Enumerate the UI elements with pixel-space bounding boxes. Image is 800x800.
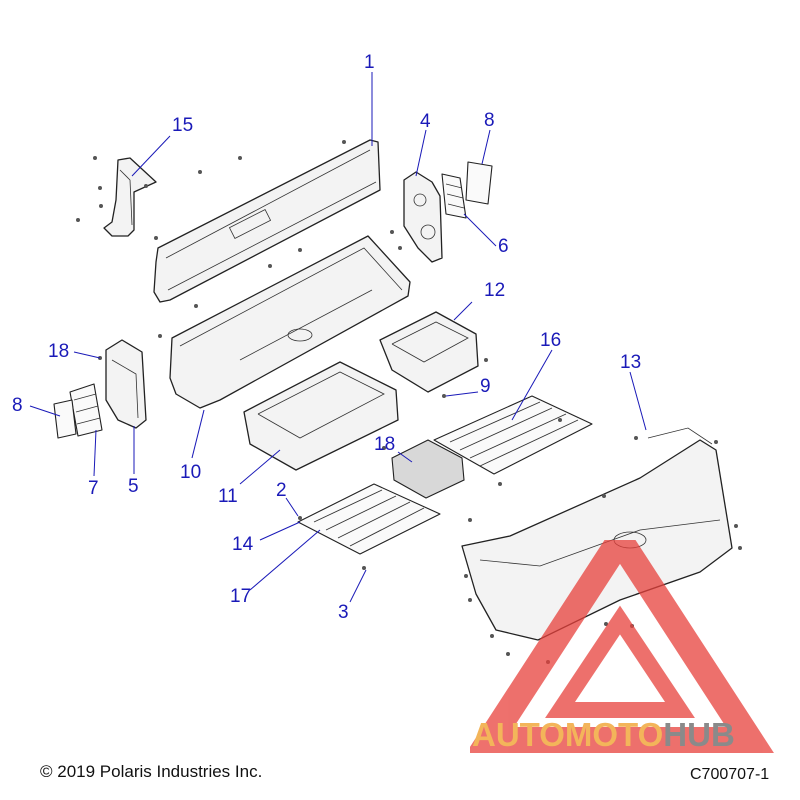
leader-lines xyxy=(29,72,647,603)
part-17-floor-grate-left xyxy=(297,483,441,555)
watermark-triangle-outer xyxy=(470,540,774,753)
watermark-brand-part2: HUB xyxy=(663,716,735,753)
part-8-cover-left xyxy=(53,399,77,439)
callout-10: 10 xyxy=(180,462,201,483)
callout-17: 17 xyxy=(230,586,251,607)
watermark-triangle-inner xyxy=(545,605,695,718)
part-6-grille xyxy=(441,173,467,219)
callout-8-right: 8 xyxy=(484,110,495,131)
automotohub-watermark-logo: AUTOMOTOHUB xyxy=(470,540,774,753)
copyright-text: © 2019 Polaris Industries Inc. xyxy=(40,762,263,781)
callout-14: 14 xyxy=(232,534,254,555)
callout-6: 6 xyxy=(498,236,509,257)
callout-11: 11 xyxy=(218,486,238,507)
callout-9: 9 xyxy=(480,376,491,397)
part-11-large-bin xyxy=(243,361,399,471)
part-4-side-panel xyxy=(403,171,443,263)
callout-8-left: 8 xyxy=(12,395,23,416)
callout-labels: 1 2 3 4 5 6 7 8 8 9 10 11 12 13 14 15 16… xyxy=(12,52,641,623)
part-7-grille xyxy=(69,383,103,437)
callout-3: 3 xyxy=(338,602,349,623)
part-8-cover-right xyxy=(465,161,493,205)
callout-4: 4 xyxy=(420,111,431,132)
svg-text:AUTOMOTOHUB: AUTOMOTOHUB xyxy=(472,716,735,753)
callout-2: 2 xyxy=(276,480,287,501)
callout-16: 16 xyxy=(540,330,561,351)
callout-13: 13 xyxy=(620,352,641,373)
part-13-rear-tub xyxy=(461,427,733,641)
part-1-rear-panel xyxy=(153,139,381,303)
watermark-brand-part1: AUTOMOTO xyxy=(472,716,663,753)
part-15-bracket xyxy=(103,157,157,237)
callout-15: 15 xyxy=(172,115,193,136)
callout-18-left: 18 xyxy=(48,341,69,362)
callout-1: 1 xyxy=(364,52,375,73)
part-12-small-bin xyxy=(379,311,479,393)
part-5-left-panel xyxy=(105,339,147,429)
callout-12: 12 xyxy=(484,280,505,301)
part-16-floor-grate-right xyxy=(433,395,593,475)
part-18-center-bracket xyxy=(391,439,465,499)
callout-5: 5 xyxy=(128,476,139,497)
part-10-floor-tray xyxy=(169,235,411,409)
figure-code: C700707-1 xyxy=(690,766,770,783)
callout-18-center: 18 xyxy=(374,434,395,455)
callout-7: 7 xyxy=(88,478,99,499)
